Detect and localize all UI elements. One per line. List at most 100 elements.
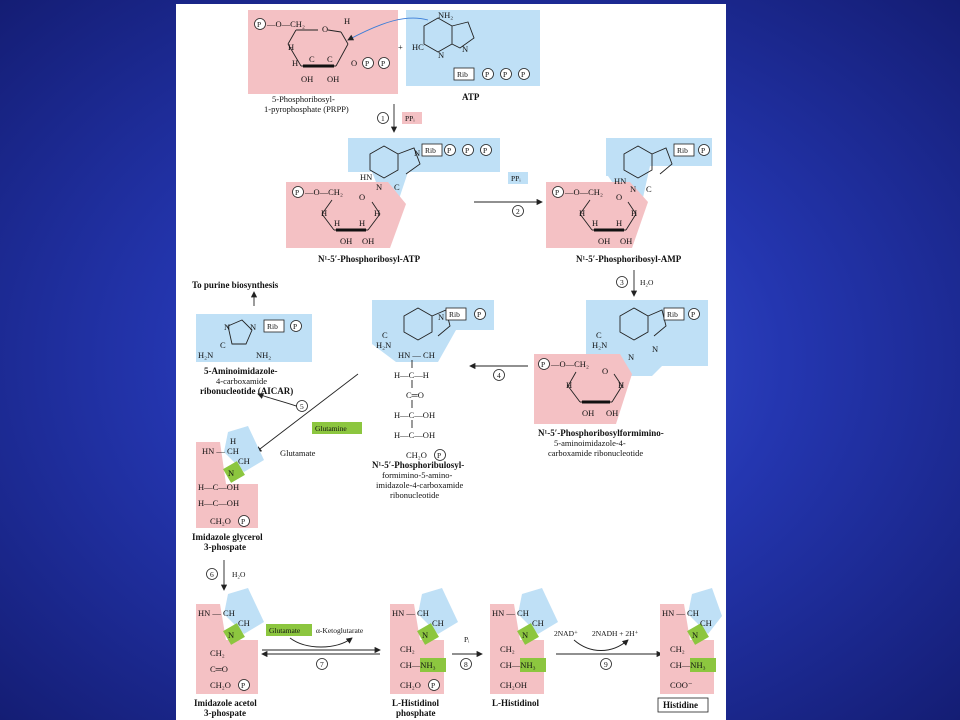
h2o-label-1: H₂O — [640, 278, 654, 287]
oh-label: OH — [598, 236, 610, 246]
step7-badge — [316, 658, 328, 670]
iap-green — [223, 623, 245, 645]
phosphate-icon — [500, 68, 512, 80]
igp-blue — [224, 426, 264, 472]
igp-caption-1: Imidazole glycerol — [192, 532, 263, 542]
prpp-highlight — [248, 10, 398, 94]
ch2-label: CH₂ — [500, 644, 515, 654]
glutamate-highlight — [266, 624, 312, 636]
aicar-caption-1: 5-Aminoimidazole- — [204, 366, 278, 376]
ch2o-label: CH₂O — [406, 450, 427, 460]
histidine-caption: Histidine — [663, 700, 698, 710]
phosphate-icon — [552, 186, 564, 198]
aicar-caption-3: ribonucleotide (AICAR) — [200, 386, 293, 396]
h-c-oh-label: H—C—OH — [394, 410, 435, 420]
phosphate-label: P — [541, 360, 545, 369]
phosphate-icon — [378, 57, 390, 69]
h-label: H — [344, 16, 350, 26]
phosphate-label: P — [555, 188, 559, 197]
c-o-label: C═O — [210, 664, 228, 674]
phosphoribosyl-amp: HN N C Rib P P —O—CH₂ O H H H H OH OH N¹… — [546, 138, 712, 264]
iap-pink — [196, 604, 258, 694]
step1-number: 1 — [381, 114, 385, 123]
phosphate-icon — [362, 57, 374, 69]
his-blue — [688, 588, 722, 634]
phosphate-icon — [518, 68, 530, 80]
hn-ch-label: HN — CH — [392, 608, 429, 618]
step8-badge — [460, 658, 472, 670]
h2n-label: H₂N — [198, 350, 213, 360]
oh-label: OH — [327, 74, 339, 84]
igp-green — [223, 461, 245, 483]
ppi-highlight-2 — [508, 172, 528, 184]
step7-curve — [289, 637, 353, 648]
n-label: N — [438, 312, 444, 322]
hn-ch-label: HN — CH — [492, 608, 529, 618]
oh-label: OH — [620, 236, 632, 246]
phosphate-icon — [428, 679, 440, 691]
o-ch2-label: —O—CH₂ — [266, 19, 305, 29]
nadh-label: 2NADH + 2H⁺ — [592, 629, 639, 638]
step4-badge — [493, 369, 505, 381]
n-label: N — [224, 322, 230, 332]
h-label: H — [359, 218, 365, 228]
h-label: H — [374, 208, 380, 218]
h-c-oh-label: H—C—OH — [394, 430, 435, 440]
n-label: N — [462, 44, 468, 54]
hp-blue — [418, 588, 458, 634]
phosphate-label: P — [381, 59, 385, 68]
glutamate-label-2: Glutamate — [269, 626, 301, 635]
phosphate-label: P — [241, 517, 245, 526]
ppi-label-2: PPᵢ — [511, 174, 521, 183]
phosphate-label: P — [431, 681, 435, 690]
h-c-oh-label: H—C—OH — [198, 498, 239, 508]
prATP-caption: N¹-5′-Phosphoribosyl-ATP — [318, 254, 421, 264]
prATP-pink — [286, 182, 406, 248]
n-label: N — [414, 148, 420, 158]
prfar-pink — [534, 354, 632, 424]
phosphate-label: P — [521, 70, 525, 79]
n-label: N — [250, 322, 256, 332]
hn-ch-label: HN — CH — [662, 608, 699, 618]
ribose-box — [663, 307, 685, 321]
phosphate-label: P — [295, 188, 299, 197]
step9-curve — [573, 639, 629, 651]
step6-badge — [206, 568, 218, 580]
ribose-box — [263, 319, 285, 333]
phosphoribulosyl-intermediate: C H₂N N Rib P HN — CH H—C—H C═O H—C—OH H… — [372, 300, 494, 500]
phosphate-label: P — [437, 451, 441, 460]
prful-caption-3: imidazole-4-carboxamide — [376, 480, 464, 490]
h-label: H — [288, 42, 294, 52]
pathway-figure: P —O—CH₂ O H H H C C OH OH O P P + NH₂ H… — [176, 4, 726, 720]
hn-label: HN — [614, 176, 626, 186]
phosphoribosyl-atp: HN N C N Rib P P P P —O—CH₂ O H H H H OH… — [286, 138, 500, 264]
phosphate-icon — [474, 308, 486, 320]
imidazole-acetol-phosphate: HN — CH CH N CH₂ C═O CH₂O P Imidazole ac… — [194, 588, 264, 718]
phosphate-label: P — [483, 146, 487, 155]
ch2-label: CH₂ — [670, 644, 685, 654]
phosphate-label: P — [701, 146, 705, 155]
oh-label: OH — [362, 236, 374, 246]
h-c-oh-label: H—C—OH — [198, 482, 239, 492]
phosphate-icon — [238, 679, 250, 691]
h-label: H — [334, 218, 340, 228]
atp-molecule: NH₂ HC N N Rib P P P — [347, 10, 540, 86]
atp-caption: ATP — [462, 92, 480, 102]
igp-pink — [196, 442, 258, 528]
h-label: H — [592, 218, 598, 228]
imidazole-glycerol-phosphate: HN — CH H CH N H—C—OH H—C—OH CH₂O P Imid… — [192, 426, 264, 552]
n-label: N — [652, 344, 658, 354]
ribose-box — [453, 67, 475, 81]
prfar-caption-2: 5-aminoimidazole-4- — [554, 438, 626, 448]
iap-blue — [224, 588, 264, 634]
ring-oxygen: O — [616, 192, 622, 202]
phosphoribosylformimino-aicar: C H₂N N N Rib P P —O—CH₂ O H H OH OH N¹-… — [534, 300, 708, 458]
hn-label: HN — [360, 172, 372, 182]
h2n-label: H₂N — [592, 340, 607, 350]
prful-caption-4: ribonucleotide — [390, 490, 439, 500]
glutamine-label: Glutamine — [315, 424, 347, 433]
nad-label: 2NAD⁺ — [554, 629, 578, 638]
ch2-label: CH₂ — [400, 644, 415, 654]
c-label: C — [327, 54, 333, 64]
n-label: N — [228, 468, 234, 478]
